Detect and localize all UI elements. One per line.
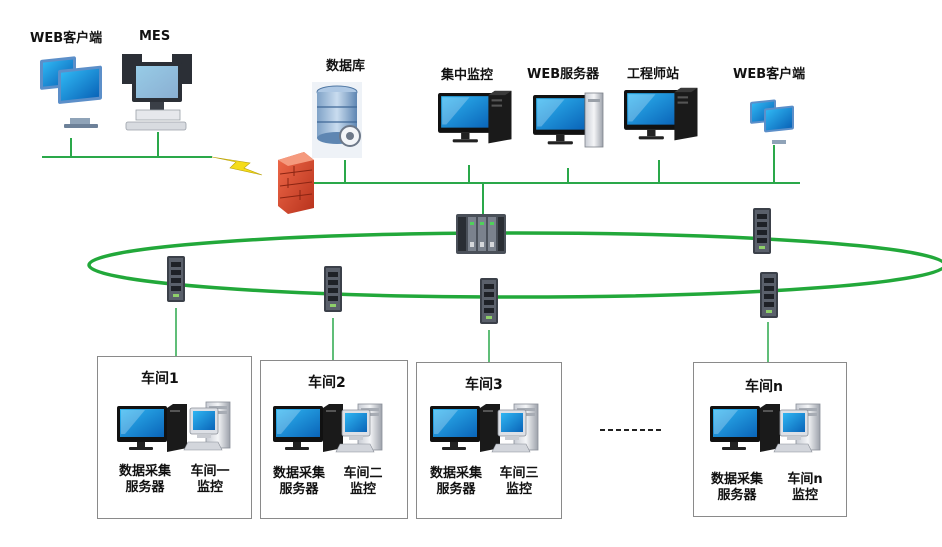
mes-terminal-icon (122, 54, 192, 131)
workshop-drop-lines (175, 308, 769, 362)
label-monitor-3: 车间三 监控 (484, 466, 554, 497)
industrial-switch-icon (760, 272, 778, 318)
label-line: 服务器 (436, 481, 476, 497)
pc-client-icon (750, 99, 794, 144)
label-mes: MES (139, 29, 171, 44)
workshop-title-n: 车间n (745, 379, 783, 395)
central-monitor-workstation-icon (438, 90, 512, 144)
label-line: 数据采集 (118, 464, 171, 479)
label-line: 监控 (791, 487, 818, 503)
office-network-line (42, 132, 212, 158)
web-server-workstation-icon (533, 92, 604, 148)
industrial-switch-icon (480, 278, 498, 324)
industrial-switch-icon (167, 256, 185, 302)
lightning-link-icon (211, 156, 263, 176)
engineer-station-workstation-icon (624, 87, 698, 141)
label-line: 车间二 (343, 466, 383, 481)
label-web-server: WEB服务器 (527, 67, 600, 82)
workshop-title-2: 车间2 (308, 375, 346, 391)
label-data-server-1: 数据采集 服务器 (110, 464, 180, 495)
industrial-switch-icon (753, 208, 771, 254)
industrial-switch-icon (324, 266, 342, 312)
label-line: 监控 (196, 479, 223, 495)
label-line: 数据采集 (272, 466, 325, 481)
label-line: 服务器 (125, 479, 165, 495)
database-icon (312, 82, 362, 158)
label-line: 监控 (505, 481, 532, 497)
label-web-client-right: WEB客户端 (733, 67, 806, 82)
label-line: 监控 (349, 481, 376, 497)
ring-network (87, 231, 942, 299)
label-line: 车间一 (190, 464, 230, 479)
workshop-title-1: 车间1 (141, 371, 179, 387)
label-monitor-n: 车间n 监控 (770, 472, 840, 503)
label-monitor-1: 车间一 监控 (175, 464, 245, 495)
label-line: 数据采集 (429, 466, 482, 481)
label-data-server-3: 数据采集 服务器 (421, 466, 491, 497)
label-database: 数据库 (326, 59, 366, 74)
core-switch-icon (456, 214, 506, 254)
pc-client-icon (40, 56, 102, 128)
label-monitor-2: 车间二 监控 (328, 466, 398, 497)
workshop-title-3: 车间3 (465, 377, 503, 393)
label-engineer-station: 工程师站 (627, 67, 680, 82)
label-data-server-2: 数据采集 服务器 (264, 466, 334, 497)
label-line: 服务器 (279, 481, 319, 497)
firewall-icon (278, 152, 314, 214)
label-central-monitor: 集中监控 (441, 68, 494, 83)
control-network-line (314, 145, 800, 214)
label-line: 车间n (787, 472, 823, 487)
label-line: 车间三 (499, 466, 539, 481)
label-data-server-n: 数据采集 服务器 (702, 472, 772, 503)
label-line: 数据采集 (710, 472, 763, 487)
label-line: 服务器 (717, 487, 757, 503)
label-web-client-left: WEB客户端 (30, 31, 103, 46)
